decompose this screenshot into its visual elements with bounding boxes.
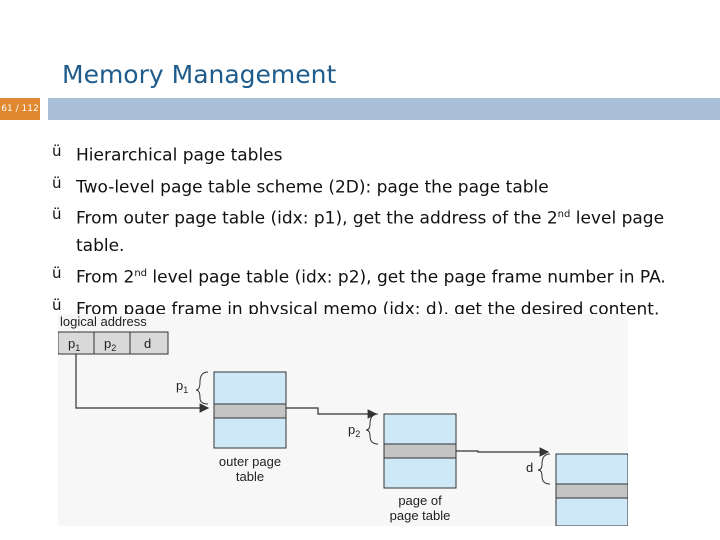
page-of-page-table	[383, 413, 457, 489]
check-icon: ü	[52, 263, 62, 282]
header-bar	[48, 98, 720, 120]
check-icon: ü	[52, 205, 62, 224]
inner-to-frame-arrow	[456, 447, 550, 457]
slide-number: 61 / 112	[0, 98, 40, 120]
page-table-label-line2: page table	[390, 508, 451, 523]
outer-to-inner-arrow	[286, 407, 378, 419]
two-level-paging-diagram: logical address p1 p2 d p1 outer page ta…	[58, 314, 628, 526]
p1-offset-label: p1	[176, 378, 188, 395]
page-table-label-line1: page of	[398, 493, 442, 508]
outer-page-table	[213, 371, 287, 449]
p1-brace	[195, 371, 209, 405]
slide-title: Memory Management	[62, 60, 337, 89]
field-d-label: d	[144, 336, 151, 351]
p1-arrow	[75, 354, 210, 413]
check-icon: ü	[52, 173, 62, 192]
field-d-box	[129, 331, 169, 355]
logical-address-label: logical address	[60, 314, 147, 329]
check-icon: ü	[52, 295, 62, 314]
p2-brace	[365, 413, 379, 445]
physical-page-frame	[555, 453, 628, 526]
p2-offset-label: p2	[348, 422, 360, 439]
field-p1-label: p1	[68, 336, 80, 353]
d-offset-label: d	[526, 460, 533, 475]
outer-table-label-line2: table	[236, 469, 264, 484]
outer-table-label-line1: outer page	[219, 454, 281, 469]
inner-table-entry	[383, 443, 457, 459]
d-brace	[537, 453, 551, 485]
field-p2-label: p2	[104, 336, 116, 353]
logical-address-fields: p1 p2 d	[58, 331, 169, 355]
outer-table-entry	[213, 403, 287, 419]
check-icon: ü	[52, 142, 62, 160]
frame-entry	[555, 483, 628, 499]
